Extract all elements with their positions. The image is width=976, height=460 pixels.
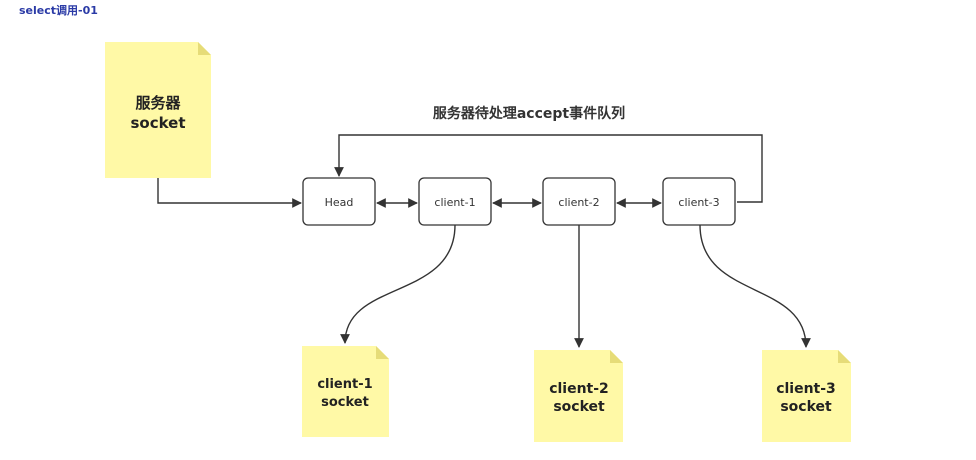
edge-client3-to-socket: [699, 224, 811, 348]
node-label: Head: [325, 196, 354, 209]
server-note-line2: socket: [130, 114, 185, 132]
client-note-line2: socket: [780, 399, 832, 415]
node-box: [302, 177, 376, 226]
client-note-line1: client-3: [776, 381, 836, 397]
server-socket-note: 服务器 socket: [105, 42, 211, 178]
edge-server-to-head: [157, 178, 302, 208]
client-note-line2: socket: [321, 395, 369, 410]
client-1-socket-note: client-1 socket: [302, 346, 389, 437]
server-note-line1: 服务器: [135, 94, 181, 112]
edge-client1-to-socket: [340, 224, 456, 344]
node-label: client-2: [558, 196, 599, 209]
client-3-socket-note: client-3 socket: [762, 350, 851, 442]
queue-label: 服务器待处理accept事件队列: [433, 105, 625, 122]
queue-node-client-3: client-3: [662, 177, 736, 226]
queue-node-client-2: client-2: [542, 177, 616, 226]
node-label: client-3: [678, 196, 719, 209]
node-box: [662, 177, 736, 226]
page-title: select调用-01: [19, 4, 98, 17]
client-2-socket-note: client-2 socket: [534, 350, 623, 442]
client-note-line1: client-1: [317, 377, 372, 392]
client-note-line1: client-2: [549, 381, 609, 397]
client-note-line2: socket: [553, 399, 605, 415]
node-label: client-1: [434, 196, 475, 209]
queue-node-client-1: client-1: [418, 177, 492, 226]
queue-node-head: Head: [302, 177, 376, 226]
edge-loop-back-to-head: [334, 134, 763, 203]
